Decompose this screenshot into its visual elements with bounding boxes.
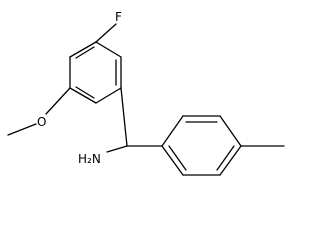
double-bond-ring-a-1 — [75, 46, 95, 59]
bond-ring-b-1 — [161, 115, 184, 147]
bond-ring-a-1 — [95, 41, 122, 58]
ring-b — [161, 115, 242, 176]
bond-ch-nh2 — [106, 145, 128, 153]
double-bond-ring-a-3 — [75, 86, 95, 99]
ring-a — [69, 41, 122, 104]
amine-label: H₂N — [78, 152, 101, 166]
oxygen-label: O — [37, 115, 46, 129]
structure-diagram: F O H₂N — [7, 10, 285, 176]
molecule-svg: F O H₂N — [7, 10, 285, 176]
bond-ring-a-ch — [120, 87, 128, 147]
bond-ring-b-3 — [219, 115, 242, 147]
bond-o-methyl — [7, 123, 37, 136]
bond-ring-b-4 — [219, 145, 242, 176]
bond-c-o — [45, 87, 71, 115]
fluorine-label: F — [115, 10, 122, 24]
bond-c-f — [95, 23, 117, 43]
bond-ring-b-6 — [161, 145, 184, 176]
bond-ring-a-3 — [95, 87, 122, 104]
double-bond-ring-b-3 — [168, 145, 187, 171]
bond-ring-a-6 — [69, 41, 97, 58]
double-bond-ring-b-2 — [216, 145, 235, 171]
bond-ring-a-4 — [69, 87, 97, 104]
